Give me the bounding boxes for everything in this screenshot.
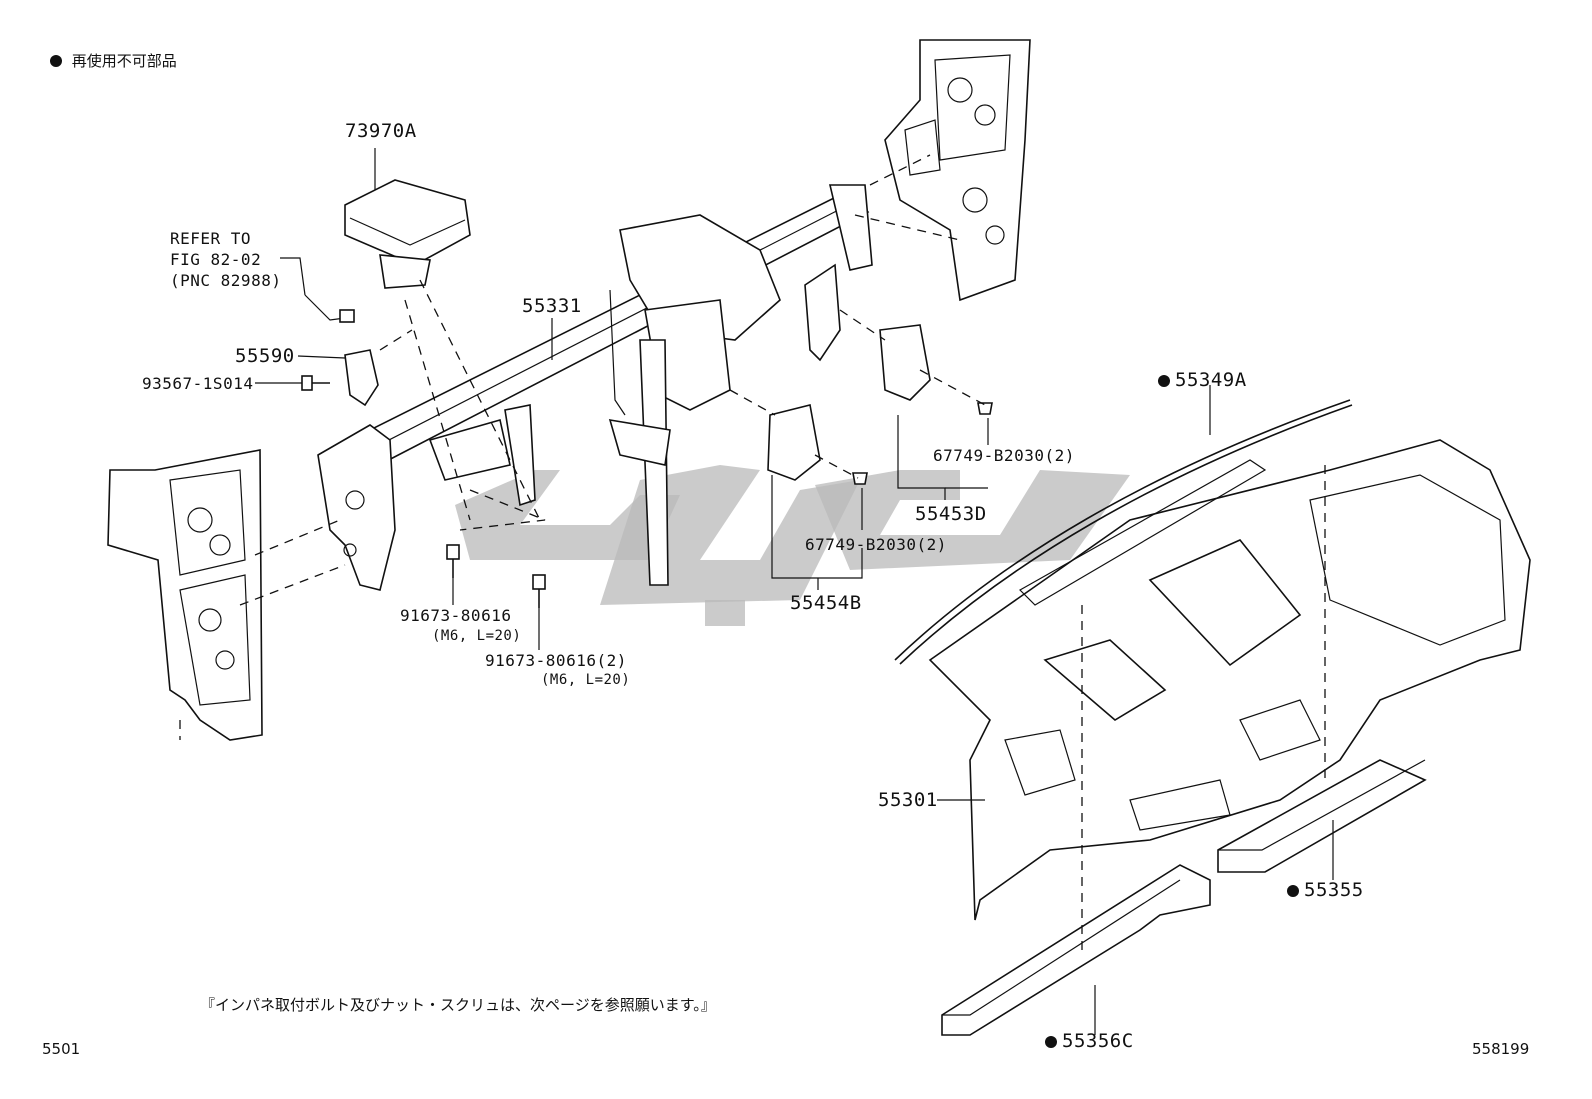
label-67749-a: 67749-B2030(2) bbox=[933, 446, 1075, 465]
label-55590: 55590 bbox=[235, 345, 295, 367]
legend-text: 再使用不可部品 bbox=[71, 52, 177, 70]
legend: 再使用不可部品 bbox=[50, 50, 177, 71]
page-ref-left: 5501 bbox=[42, 1040, 81, 1058]
right-body-panel bbox=[884, 39, 1031, 302]
clip-67749-a bbox=[977, 402, 993, 415]
label-55331: 55331 bbox=[522, 295, 582, 317]
leader-lines bbox=[255, 148, 1334, 1035]
bracket-55590 bbox=[344, 349, 379, 407]
label-refer-pnc: (PNC 82988) bbox=[170, 271, 282, 290]
label-55301: 55301 bbox=[878, 789, 938, 811]
filled-circle-icon bbox=[1045, 1036, 1057, 1048]
label-91673-a-spec: (M6, L=20) bbox=[432, 628, 522, 644]
foam-pad-55356C bbox=[941, 864, 1211, 1036]
alignment-lines bbox=[239, 154, 1326, 950]
label-refer-fig: FIG 82-02 bbox=[170, 250, 262, 269]
pad-55349A bbox=[894, 399, 1353, 665]
label-55453D: 55453D bbox=[915, 503, 987, 525]
label-67749-b: 67749-B2030(2) bbox=[805, 535, 947, 554]
sensor-harness bbox=[304, 294, 355, 323]
label-73970A: 73970A bbox=[345, 120, 417, 142]
foam-pad-55355 bbox=[1217, 759, 1427, 873]
panel-reinforcement-55331 bbox=[317, 184, 873, 591]
label-93567: 93567-1S014 bbox=[142, 374, 254, 393]
clip-67749-b bbox=[852, 472, 868, 485]
label-55349A: 55349A bbox=[1158, 371, 1247, 390]
bolt-93567 bbox=[301, 375, 330, 391]
label-refer-to: REFER TO bbox=[170, 229, 252, 248]
cover-55454B bbox=[767, 404, 821, 481]
bolt-91673-b bbox=[532, 574, 546, 608]
filled-circle-icon bbox=[50, 55, 62, 67]
filled-circle-icon bbox=[1287, 885, 1299, 897]
label-91673-a: 91673-80616 bbox=[400, 606, 512, 625]
footnote: 『インパネ取付ボルト及びナット・スクリュは、次ページを参照願います。』 bbox=[200, 996, 716, 1014]
label-91673-b: 91673-80616(2) bbox=[485, 651, 627, 670]
instrument-panel-55301 bbox=[928, 439, 1531, 921]
label-91673-b-spec: (M6, L=20) bbox=[541, 672, 631, 688]
label-55355: 55355 bbox=[1287, 881, 1364, 900]
bolt-91673-a bbox=[446, 544, 460, 578]
label-55356C: 55356C bbox=[1045, 1032, 1134, 1051]
airbag-module-73970A bbox=[344, 179, 471, 289]
label-55454B: 55454B bbox=[790, 592, 862, 614]
page-ref-right: 558199 bbox=[1472, 1040, 1530, 1058]
cover-55453D bbox=[879, 324, 931, 401]
left-body-panel bbox=[107, 449, 263, 741]
filled-circle-icon bbox=[1158, 375, 1170, 387]
